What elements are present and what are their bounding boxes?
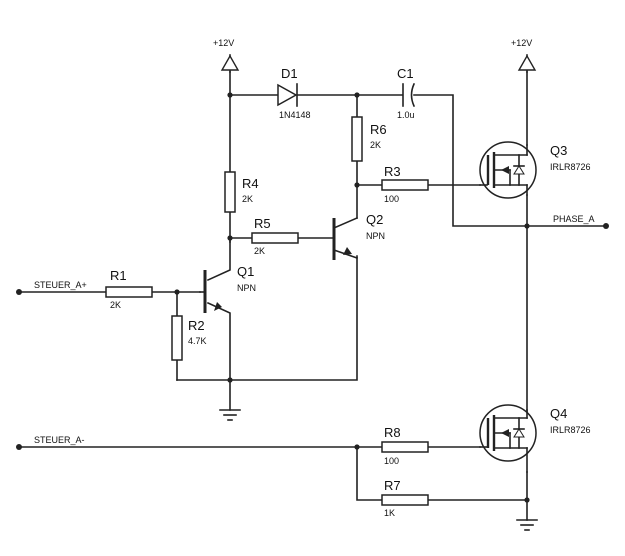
c1-value: 1.0u (397, 110, 415, 120)
q1-value: NPN (237, 283, 256, 293)
r8-ref: R8 (384, 425, 401, 440)
junction-dots (174, 92, 530, 503)
vcc-left-symbol (220, 54, 240, 73)
r3-value: 100 (384, 194, 399, 204)
resistor-r3 (381, 179, 429, 191)
capacitor-c1 (402, 82, 416, 108)
resistor-r4 (224, 171, 236, 213)
r2-value: 4.7K (188, 336, 207, 346)
terminal-phase (603, 223, 609, 229)
r3-ref: R3 (384, 164, 401, 179)
q2-value: NPN (366, 231, 385, 241)
transistor-q1 (199, 270, 222, 313)
r7-ref: R7 (384, 478, 401, 493)
r1-ref: R1 (110, 268, 127, 283)
wires (19, 71, 606, 521)
r4-ref: R4 (242, 176, 259, 191)
ground-symbol-right (516, 519, 538, 531)
vcc-right-label: +12V (511, 38, 532, 48)
r7-value: 1K (384, 508, 395, 518)
vcc-right-symbol (517, 54, 537, 73)
ground-symbol-left (219, 409, 241, 421)
r1-value: 2K (110, 300, 121, 310)
q4-value: IRLR8726 (550, 425, 591, 435)
q3-ref: Q3 (550, 143, 567, 158)
resistor-r5 (251, 232, 299, 244)
terminal-steuer-minus (16, 444, 22, 450)
mosfet-q4 (479, 404, 537, 473)
q2-ref: Q2 (366, 212, 383, 227)
q1-ref: Q1 (237, 264, 254, 279)
r8-value: 100 (384, 456, 399, 466)
resistor-r1 (105, 286, 153, 298)
c1-ref: C1 (397, 66, 414, 81)
r6-ref: R6 (370, 122, 387, 137)
net-label-steuer-plus: STEUER_A+ (34, 280, 87, 290)
r5-ref: R5 (254, 216, 271, 231)
net-label-phase: PHASE_A (553, 214, 595, 224)
resistor-r2 (171, 315, 183, 361)
d1-value: 1N4148 (279, 110, 311, 120)
resistor-r7 (381, 494, 429, 506)
r2-ref: R2 (188, 318, 205, 333)
terminal-steuer-plus (16, 289, 22, 295)
transistor-q2 (332, 216, 359, 260)
vcc-left-label: +12V (213, 38, 234, 48)
d1-ref: D1 (281, 66, 298, 81)
r4-value: 2K (242, 194, 253, 204)
net-label-steuer-minus: STEUER_A- (34, 435, 85, 445)
mosfet-q3 (479, 141, 537, 199)
r5-value: 2K (254, 246, 265, 256)
resistor-r8 (381, 441, 429, 453)
resistor-r6 (351, 116, 363, 162)
r6-value: 2K (370, 140, 381, 150)
q3-value: IRLR8726 (550, 162, 591, 172)
diode-d1 (277, 83, 298, 107)
q4-ref: Q4 (550, 406, 567, 421)
